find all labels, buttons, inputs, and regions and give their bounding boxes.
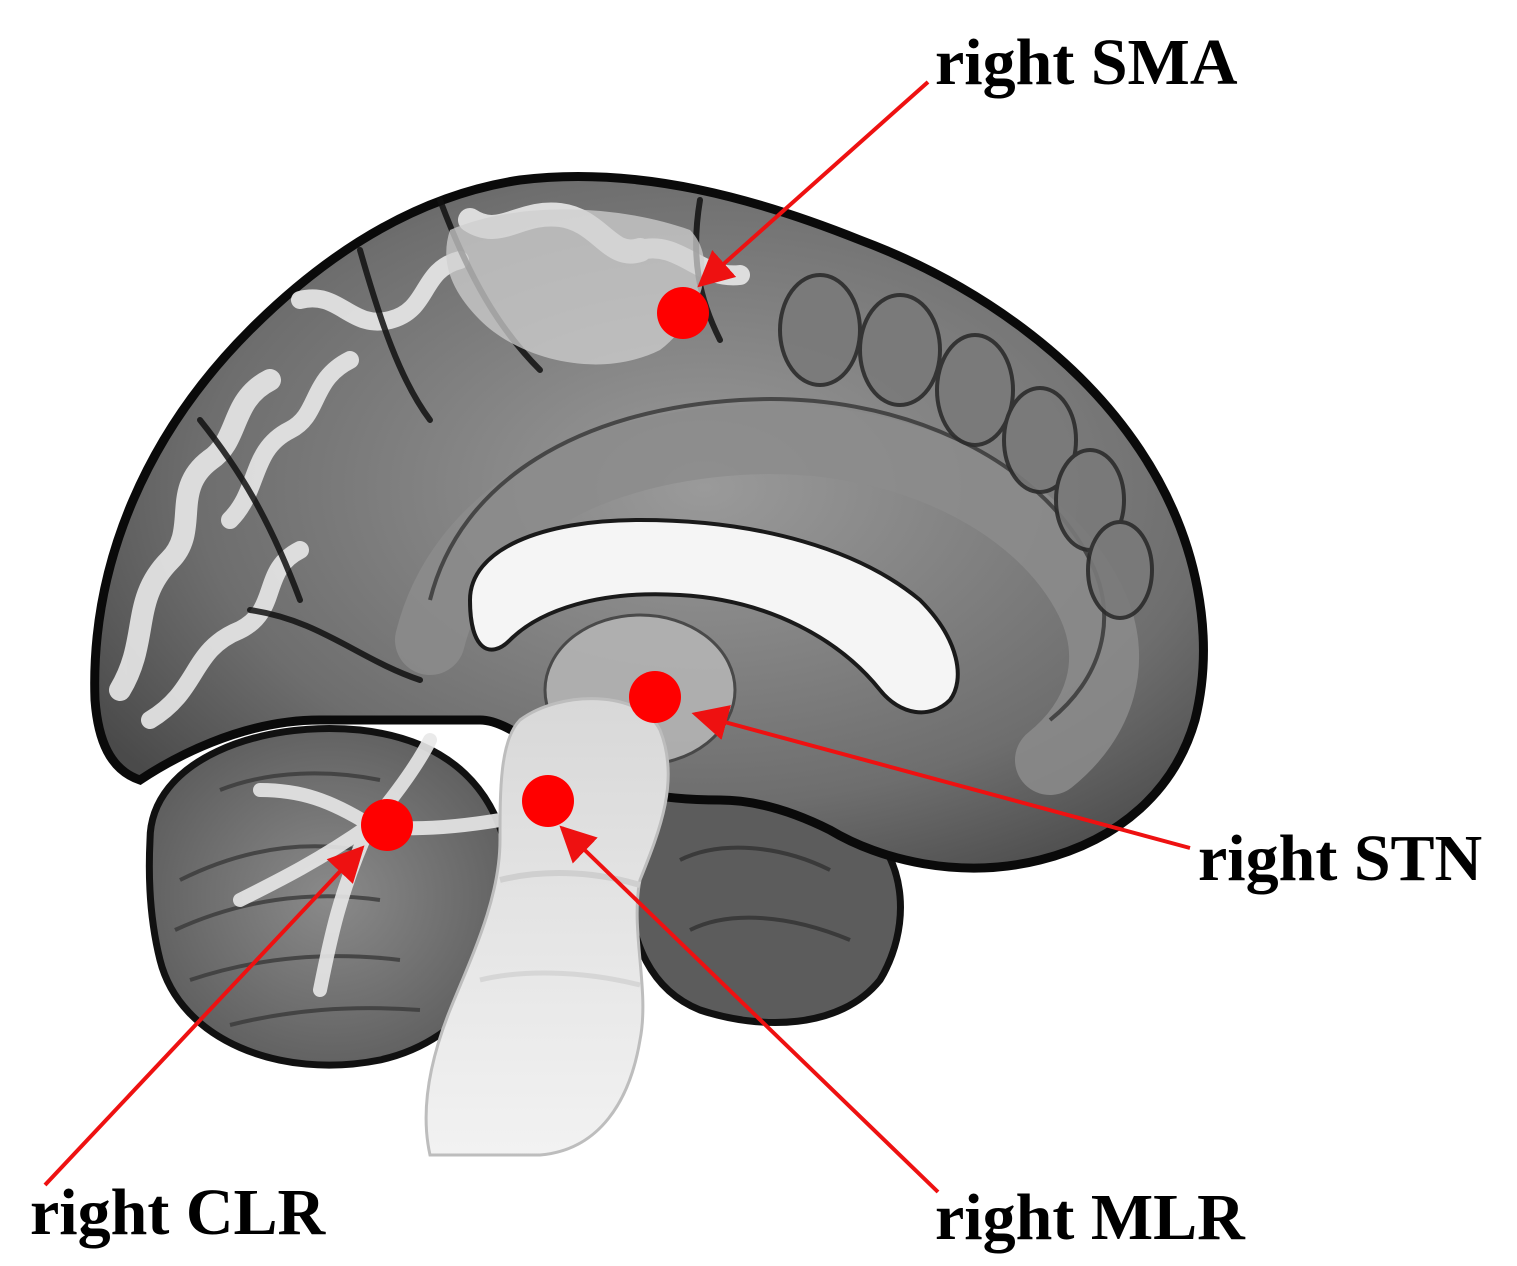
arrow-sma bbox=[697, 80, 930, 288]
arrow-stn bbox=[691, 705, 1191, 850]
marker-mlr bbox=[522, 775, 574, 827]
region-markers bbox=[361, 287, 709, 851]
annotation-arrows bbox=[43, 80, 1191, 1194]
marker-clr bbox=[361, 799, 413, 851]
label-right-stn: right STN bbox=[1198, 822, 1483, 895]
corpus-callosum bbox=[467, 517, 960, 715]
arrow-mlr bbox=[559, 825, 940, 1194]
marker-stn bbox=[629, 671, 681, 723]
marker-sma bbox=[657, 287, 709, 339]
arrow-clr bbox=[43, 845, 365, 1187]
cerebellum bbox=[145, 725, 515, 1069]
label-right-clr: right CLR bbox=[30, 1176, 326, 1249]
label-right-sma: right SMA bbox=[935, 26, 1238, 99]
brainstem bbox=[424, 697, 670, 1157]
label-right-mlr: right MLR bbox=[935, 1181, 1245, 1254]
